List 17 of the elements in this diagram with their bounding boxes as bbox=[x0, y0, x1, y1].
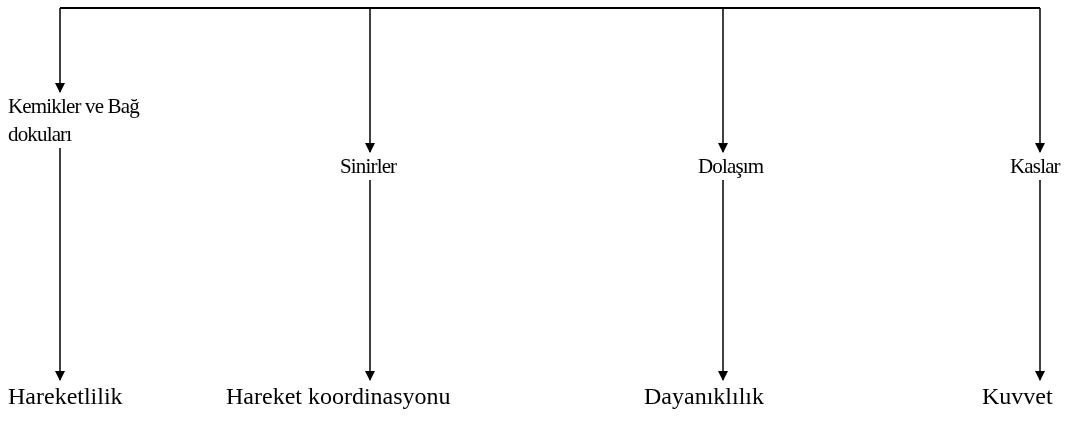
node-label: Dolaşım bbox=[698, 152, 768, 180]
arrow bbox=[364, 179, 376, 382]
arrow bbox=[54, 7, 66, 94]
node-label: Kaslar bbox=[1010, 152, 1065, 180]
node-label: Kuvvet bbox=[982, 380, 1054, 412]
node-label: Dayanıklılık bbox=[644, 380, 764, 412]
node-label: Hareket koordinasyonu bbox=[226, 380, 451, 412]
arrow bbox=[1034, 179, 1046, 382]
arrow bbox=[1034, 7, 1046, 154]
arrow bbox=[364, 7, 376, 154]
node-label: Kemikler ve Bağ dokuları bbox=[8, 92, 158, 148]
node-label: Sinirler bbox=[340, 152, 410, 180]
arrow bbox=[54, 147, 66, 382]
arrow bbox=[717, 7, 729, 154]
arrow bbox=[717, 179, 729, 382]
node-label: Hareketlilik bbox=[8, 380, 124, 412]
bracket-line bbox=[59, 7, 1041, 9]
